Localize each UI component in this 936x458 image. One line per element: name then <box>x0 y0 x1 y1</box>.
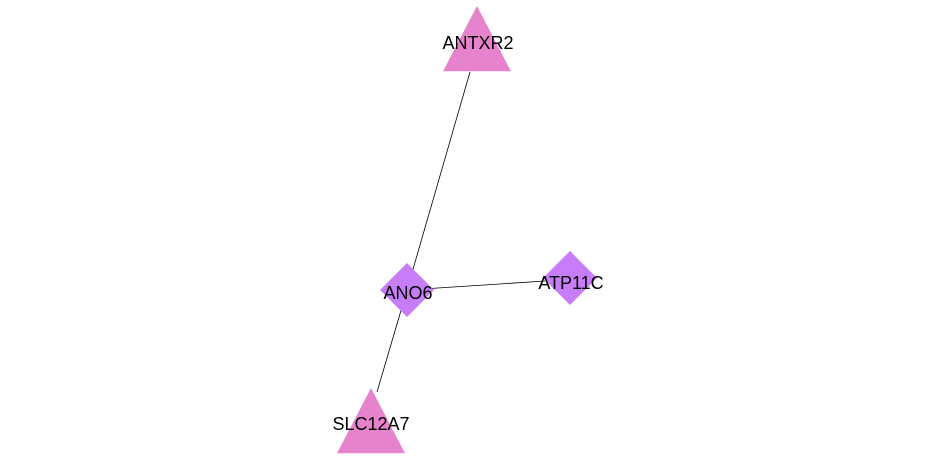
edge-ano6-antxr2 <box>406 71 471 291</box>
node-label-antxr2: ANTXR2 <box>442 33 513 53</box>
node-antxr2[interactable]: ANTXR2 <box>442 6 514 72</box>
triangle-node-shape <box>337 388 405 454</box>
node-atp11c[interactable]: ATP11C <box>538 251 604 305</box>
node-label-slc12a7: SLC12A7 <box>332 414 409 434</box>
edges-layer <box>376 71 546 393</box>
node-slc12a7[interactable]: SLC12A7 <box>332 388 410 454</box>
node-ano6[interactable]: ANO6 <box>380 263 434 317</box>
triangle-node-shape <box>443 6 511 72</box>
node-label-atp11c: ATP11C <box>538 273 603 293</box>
diamond-node-shape <box>543 251 597 305</box>
node-label-ano6: ANO6 <box>383 283 432 303</box>
diamond-node-shape <box>380 263 434 317</box>
